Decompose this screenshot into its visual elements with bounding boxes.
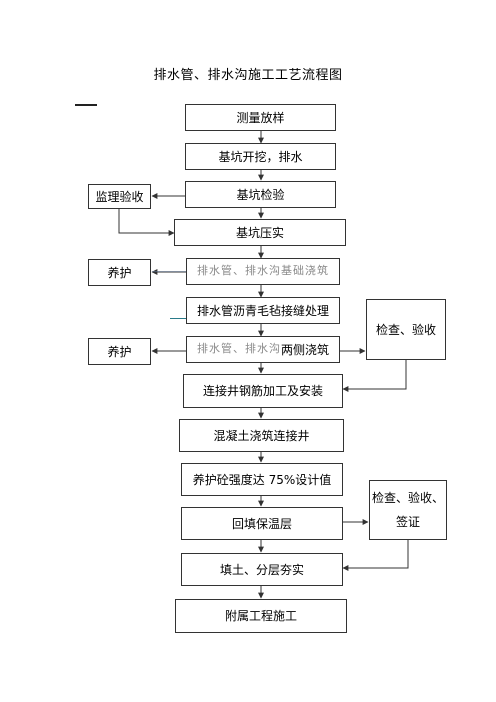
step-label: 基坑压实: [235, 225, 284, 240]
header-rule: [75, 104, 97, 106]
step-label: 排水管沥青毛毡接缝处理: [196, 303, 329, 318]
step-label: 连接井钢筋加工及安装: [202, 384, 323, 398]
step-survey: 测量放样: [185, 104, 336, 131]
arrow-supervision-s4: [118, 209, 175, 236]
step-label: 填土、分层夯实: [219, 562, 304, 577]
step-fill-compact: 填土、分层夯实: [181, 553, 343, 586]
side-curing-2: 养护: [88, 338, 151, 365]
side-label-line1: 检查、验收、: [371, 491, 444, 505]
side-supervision-acceptance: 监理验收: [88, 184, 151, 209]
stray-line: [170, 318, 186, 319]
step-label: 基坑开挖，排水: [218, 149, 303, 164]
side-inspection-1: 检查、验收: [366, 299, 446, 360]
side-inspection-2: 检查、验收、 签证: [369, 480, 447, 540]
arrow-inspect-s8: [342, 360, 407, 392]
step-excavate: 基坑开挖，排水: [185, 143, 336, 170]
step-label: 养护砼强度达 75%设计值: [192, 472, 332, 487]
step-compaction: 基坑压实: [174, 219, 346, 246]
stray-line: [152, 271, 186, 272]
side-curing-1: 养护: [88, 259, 151, 286]
step-concrete-well: 混凝土浇筑连接井: [179, 419, 344, 452]
step-label: 基坑检验: [236, 187, 285, 202]
step-label: 排水管、排水沟基础浇筑: [197, 264, 329, 278]
step-rebar: 连接井钢筋加工及安装: [183, 374, 343, 408]
step-label-part: 两侧浇筑: [280, 342, 329, 357]
arrow-inspect-s12: [342, 540, 409, 571]
step-side-pour: 排水管、排水沟两侧浇筑: [186, 336, 340, 363]
step-backfill-insulation: 回填保温层: [181, 507, 343, 540]
step-label: 测量放样: [236, 110, 285, 125]
step-curing-strength: 养护砼强度达 75%设计值: [181, 463, 343, 496]
step-label-part: 排水管、排水沟: [196, 342, 281, 356]
side-label: 检查、验收: [375, 322, 436, 337]
side-label: 监理验收: [95, 189, 144, 204]
side-label: 养护: [107, 344, 132, 359]
step-label: 混凝土浇筑连接井: [213, 428, 310, 443]
step-pit-inspection: 基坑检验: [185, 181, 336, 208]
side-label-line2: 签证: [395, 515, 420, 529]
side-label: 养护: [107, 265, 132, 280]
step-ancillary: 附属工程施工: [175, 599, 347, 633]
step-foundation-pour: 排水管、排水沟基础浇筑: [186, 258, 340, 285]
step-joint-treatment: 排水管沥青毛毡接缝处理: [186, 297, 340, 324]
page-title: 排水管、排水沟施工工艺流程图: [153, 68, 343, 83]
step-label: 附属工程施工: [224, 609, 297, 623]
step-label: 回填保温层: [231, 516, 292, 531]
